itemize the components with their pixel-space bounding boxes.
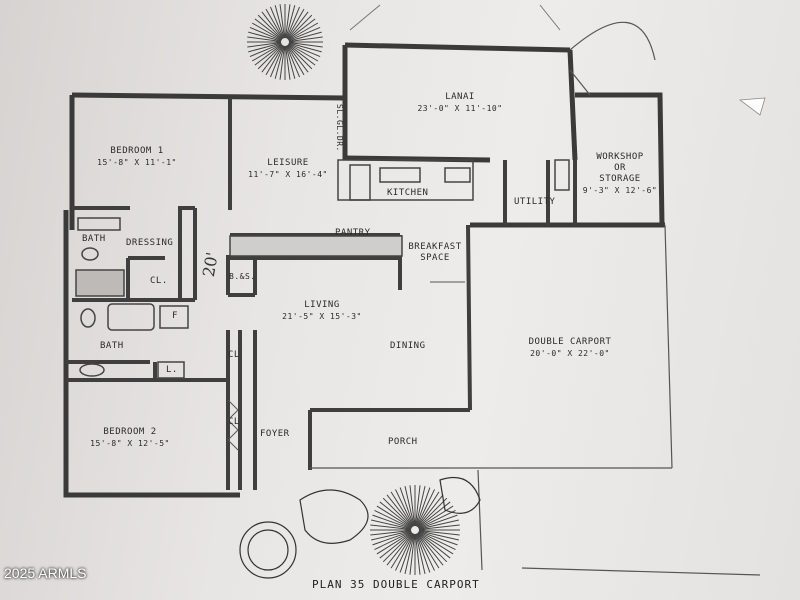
carport-outline <box>310 21 761 576</box>
breakfast-line1: BREAKFAST <box>408 242 462 252</box>
leisure-label: LEISURE 11'-7" X 16'-4" <box>248 158 328 180</box>
workshop-name-1: WORKSHOP <box>596 152 644 162</box>
utility-label: UTILITY <box>514 197 556 207</box>
lanai-label: LANAI 23'-0" X 11'-10" <box>417 92 502 114</box>
bedroom2-label: BEDROOM 2 15'-8" X 12'-5" <box>90 427 170 449</box>
living-label: LIVING 21'-5" X 15'-3" <box>282 300 362 322</box>
porch-label: PORCH <box>388 437 418 447</box>
bedroom1-dims: 15'-8" X 11'-1" <box>97 158 177 167</box>
linen-label: L. <box>166 365 178 375</box>
pantry-label: PANTRY <box>335 228 371 238</box>
pushpin-icon <box>738 97 766 116</box>
bedroom2-dims: 15'-8" X 12'-5" <box>90 439 170 448</box>
breakfast-line2: SPACE <box>420 253 450 263</box>
bath-upper-label: BATH <box>82 234 106 244</box>
pencil-marks <box>349 4 561 31</box>
dining-label: DINING <box>390 341 426 351</box>
landscape-shrubs <box>239 476 481 579</box>
sliding-glass-door-label: SL.GL.DR. <box>335 104 344 152</box>
bedroom1-name: BEDROOM 1 <box>110 146 164 156</box>
exterior-walls <box>63 42 665 498</box>
carport-name: DOUBLE CARPORT <box>528 337 612 347</box>
leisure-dims: 11'-7" X 16'-4" <box>248 170 328 179</box>
workshop-label: WORKSHOP OR STORAGE 9'-3" X 12'-6" <box>583 152 657 196</box>
bedroom2-name: BEDROOM 2 <box>103 427 157 437</box>
watermark: 2025 ARMLS <box>4 565 87 581</box>
plan-title: PLAN 35 DOUBLE CARPORT <box>312 578 480 591</box>
living-name: LIVING <box>304 300 340 310</box>
shrub-sunburst-bottom <box>370 485 460 575</box>
foyer-label: FOYER <box>260 429 290 439</box>
closet-upper-label: CL. <box>150 276 168 286</box>
furnace-label: F <box>172 311 178 321</box>
kitchen-counter <box>337 159 570 201</box>
breakfast-label: BREAKFAST SPACE <box>408 242 461 264</box>
dressing-label: DRESSING <box>126 238 174 248</box>
interior-walls <box>66 98 577 490</box>
closet-lower-label: CL <box>228 417 240 427</box>
leisure-name: LEISURE <box>267 158 309 168</box>
carport-dims: 20'-0" X 22'-0" <box>530 349 610 358</box>
shrub-sunburst-top <box>247 4 323 80</box>
workshop-dims: 9'-3" X 12'-6" <box>582 186 658 195</box>
bs-label: B.&S. <box>229 272 256 281</box>
lanai-name: LANAI <box>445 92 475 102</box>
bath-fixtures <box>75 217 403 379</box>
kitchen-label: KITCHEN <box>387 188 429 198</box>
bedroom1-label: BEDROOM 1 15'-8" X 11'-1" <box>97 146 177 168</box>
living-dims: 21'-5" X 15'-3" <box>282 312 362 321</box>
workshop-name-3: STORAGE <box>599 174 641 184</box>
door-marks <box>227 281 465 451</box>
carport-label: DOUBLE CARPORT 20'-0" X 22'-0" <box>529 337 612 359</box>
workshop-name-2: OR <box>614 163 626 173</box>
lanai-dims: 23'-0" X 11'-10" <box>417 104 503 113</box>
closet-mid-label: CL <box>228 350 240 360</box>
bath-lower-label: BATH <box>100 341 124 351</box>
